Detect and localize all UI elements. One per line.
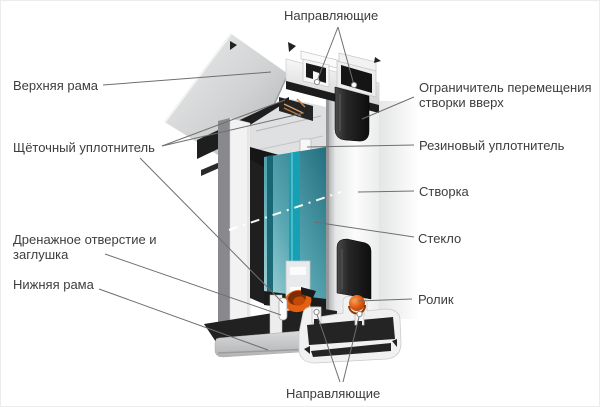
sash-top-profiles	[250, 97, 326, 167]
drain-plug	[284, 287, 316, 313]
lower-stop-block	[336, 238, 372, 300]
label-bottom-frame: Нижняя рама	[13, 277, 94, 292]
sash-stop-block	[334, 86, 370, 142]
label-guides-top: Направляющие	[284, 8, 379, 23]
drain-hole-slot	[278, 297, 288, 321]
label-guides-bottom: Направляющие	[286, 386, 381, 401]
left-jamb	[218, 117, 251, 335]
leader-sash-stop	[361, 96, 415, 120]
leader-endpoints	[313, 78, 363, 318]
leader-guides-top-1	[316, 26, 339, 82]
leader-sash	[357, 190, 415, 193]
leader-brush-seal-2	[161, 112, 305, 147]
label-drain-hole: Дренажное отверстие и заглушка	[13, 232, 157, 263]
roller-wheel	[348, 295, 366, 315]
leader-drain-hole	[104, 253, 282, 316]
label-top-frame: Верхняя рама	[13, 78, 98, 93]
leader-brush-seal-1	[161, 99, 286, 147]
leader-glass	[313, 221, 415, 238]
label-brush-seal: Щёточный уплотнитель	[13, 140, 155, 155]
leader-roller	[357, 298, 413, 302]
leader-lines	[98, 26, 415, 383]
sash-side-face	[376, 101, 419, 319]
glass-highlight	[228, 191, 342, 231]
label-glass: Стекло	[418, 231, 462, 246]
leader-guides-bottom-1	[316, 312, 341, 383]
leader-guides-bottom-2	[342, 314, 360, 383]
label-rubber-seal: Резиновый уплотнитель	[419, 138, 565, 153]
leader-bottom-frame	[98, 288, 269, 351]
leader-drain-plug	[139, 157, 284, 304]
label-sash: Створка	[419, 184, 469, 199]
label-roller: Ролик	[418, 292, 454, 307]
leader-rubber-seal	[306, 144, 415, 148]
label-sash-stop: Ограничитель перемещения створки вверх	[419, 80, 592, 111]
bottom-assembly	[204, 287, 402, 364]
leader-guides-top-2	[337, 26, 355, 86]
leader-top-frame	[102, 71, 272, 86]
